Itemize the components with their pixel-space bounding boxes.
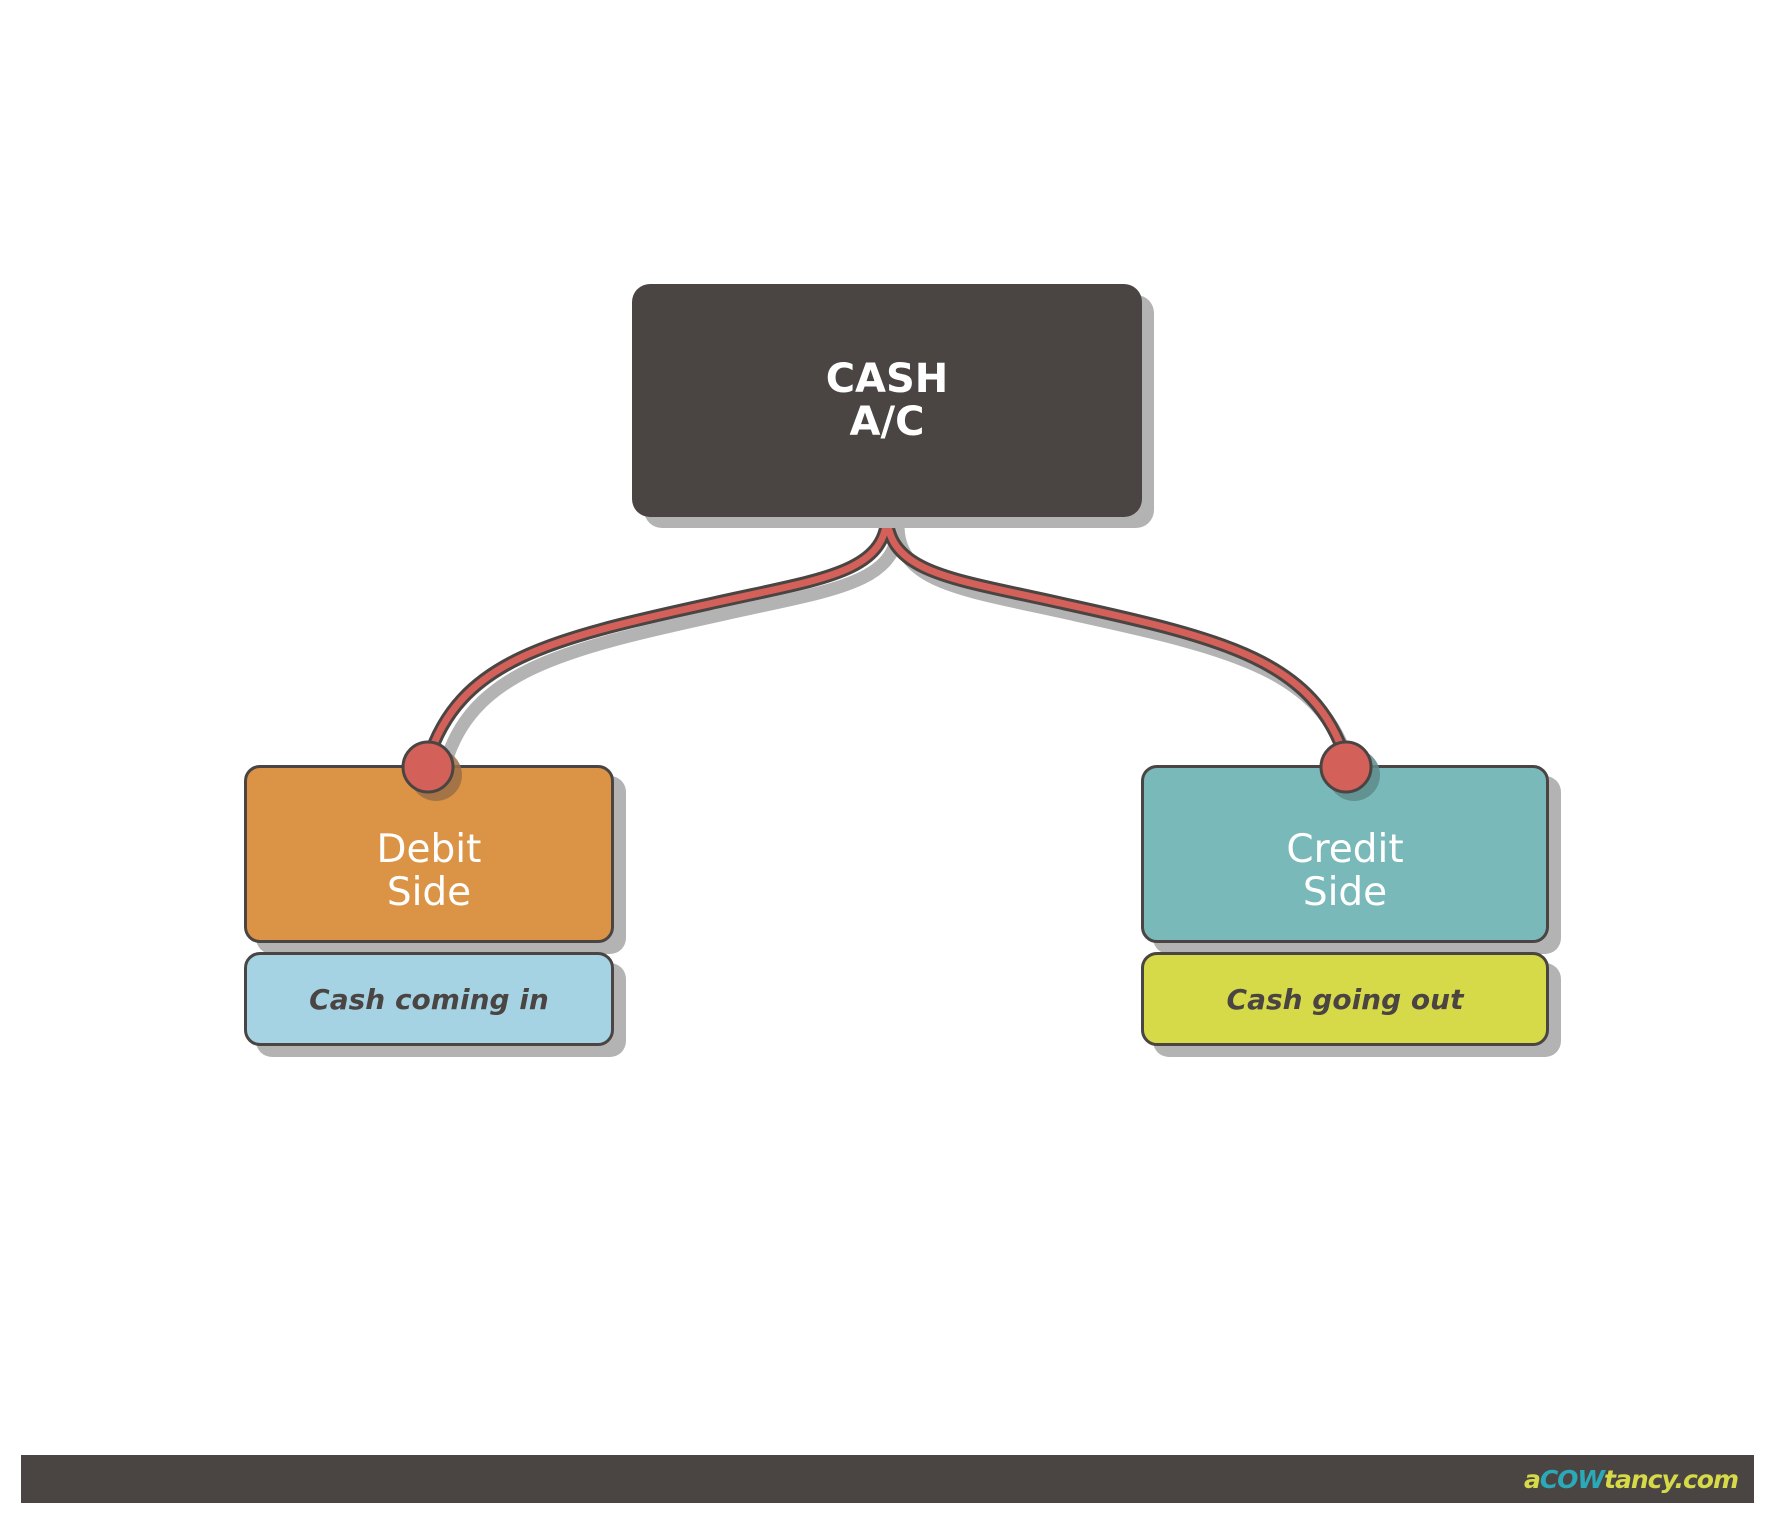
- debit-joint: [401, 740, 455, 794]
- credit-joint: [1319, 740, 1373, 794]
- debit-note-box: Cash coming in: [244, 952, 614, 1046]
- brand-prefix: a: [1523, 1464, 1541, 1494]
- cash-account-box: CASH A/C: [632, 284, 1142, 517]
- credit-connector: [883, 510, 1350, 764]
- debit-connector-shadow: [437, 518, 905, 775]
- credit-note-box: Cash going out: [1141, 952, 1549, 1046]
- brand-highlight: COW: [1539, 1464, 1605, 1494]
- connector-fills: [424, 510, 1350, 764]
- debit-connector: [424, 510, 891, 764]
- brand-logo: aCOWtancy.com: [1523, 1464, 1739, 1494]
- footer-bar: aCOWtancy.com: [21, 1455, 1754, 1503]
- brand-suffix: tancy.com: [1604, 1464, 1739, 1494]
